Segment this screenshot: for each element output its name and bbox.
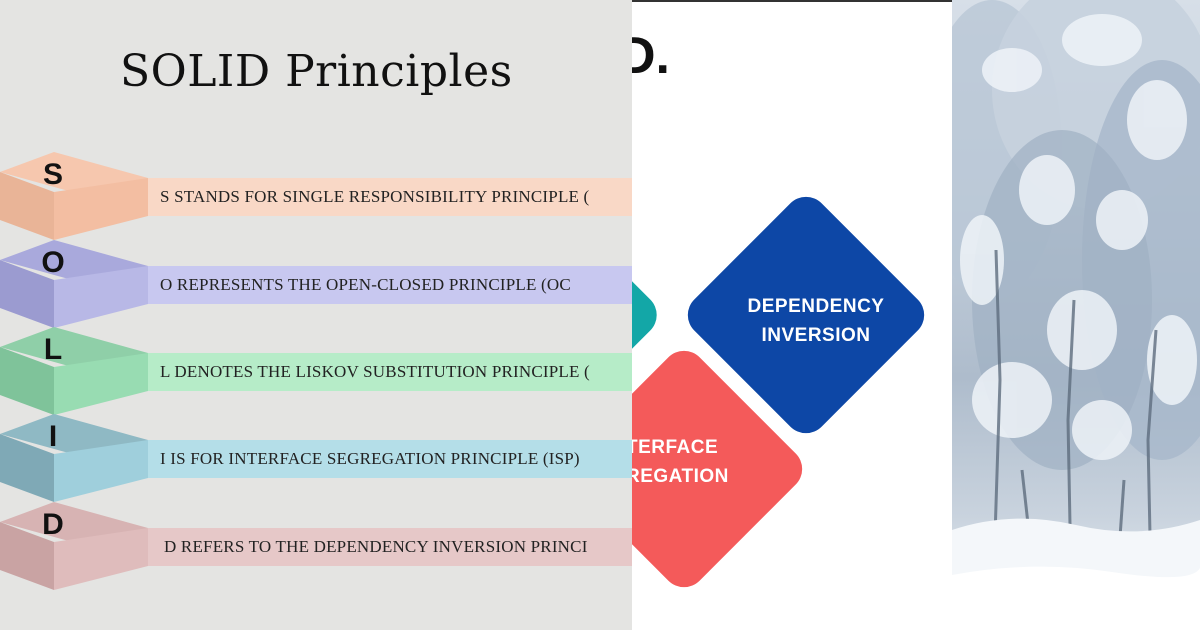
principle-text-d: D REFERS TO THE DEPENDENCY INVERSION PRI… [164, 537, 588, 556]
principle-text-s: S STANDS FOR SINGLE RESPONSIBILITY PRINC… [160, 187, 590, 206]
principle-letter-l: L [43, 333, 63, 366]
snowy-forest-illustration [952, 0, 1200, 630]
principle-band-i: I IS FOR INTERFACE SEGREGATION PRINCIPLE… [148, 440, 632, 478]
partial-heading: D. [632, 27, 670, 85]
interface-segregation-line1: TERFACE [632, 437, 719, 458]
infographic-title: SOLID Principles [120, 46, 513, 97]
principle-row-o: O O REPRESENTS THE OPEN-CLOSED PRINCIPLE… [0, 238, 632, 328]
principle-row-i: I I IS FOR INTERFACE SEGREGATION PRINCIP… [0, 412, 632, 502]
principle-band-s: S STANDS FOR SINGLE RESPONSIBILITY PRINC… [148, 178, 632, 216]
dependency-inversion-line1: DEPENDENCY [747, 296, 885, 317]
principle-letter-d: D [42, 508, 64, 541]
principle-text-o: O REPRESENTS THE OPEN-CLOSED PRINCIPLE (… [160, 275, 571, 294]
cube-block-o [0, 240, 148, 328]
cube-block-d [0, 502, 148, 590]
dependency-inversion-label: DEPENDENCY INVERSION [736, 292, 896, 350]
cube-block-l [0, 327, 148, 415]
teal-diamond-tile [632, 254, 666, 376]
principle-band-o: O REPRESENTS THE OPEN-CLOSED PRINCIPLE (… [148, 266, 632, 304]
principle-row-s: S S STANDS FOR SINGLE RESPONSIBILITY PRI… [0, 150, 632, 240]
principle-row-l: L L DENOTES THE LISKOV SUBSTITUTION PRIN… [0, 325, 632, 415]
principle-letter-o: O [41, 246, 65, 279]
principle-text-l: L DENOTES THE LISKOV SUBSTITUTION PRINCI… [160, 362, 590, 381]
principle-letter-i: I [48, 420, 58, 453]
principle-band-l: L DENOTES THE LISKOV SUBSTITUTION PRINCI… [148, 353, 632, 391]
principle-text-i: I IS FOR INTERFACE SEGREGATION PRINCIPLE… [160, 449, 580, 468]
principle-letter-s: S [42, 158, 63, 191]
diamond-tiles-panel: D. DEPENDENCY INVERSION TERFACE REGATION [632, 0, 952, 630]
principle-row-d: D D REFERS TO THE DEPENDENCY INVERSION P… [0, 500, 632, 590]
panel-top-border [632, 0, 952, 2]
interface-segregation-line2: REGATION [632, 466, 729, 487]
interface-segregation-label: TERFACE REGATION [632, 433, 766, 491]
snowy-forest-photo [952, 0, 1200, 630]
cube-block-i [0, 414, 148, 502]
solid-infographic-panel: SOLID Principles S S STANDS FOR SINGLE R… [0, 0, 632, 630]
cube-block-s [0, 152, 148, 240]
dependency-inversion-line2: INVERSION [761, 325, 871, 346]
principle-band-d: D REFERS TO THE DEPENDENCY INVERSION PRI… [148, 528, 632, 566]
